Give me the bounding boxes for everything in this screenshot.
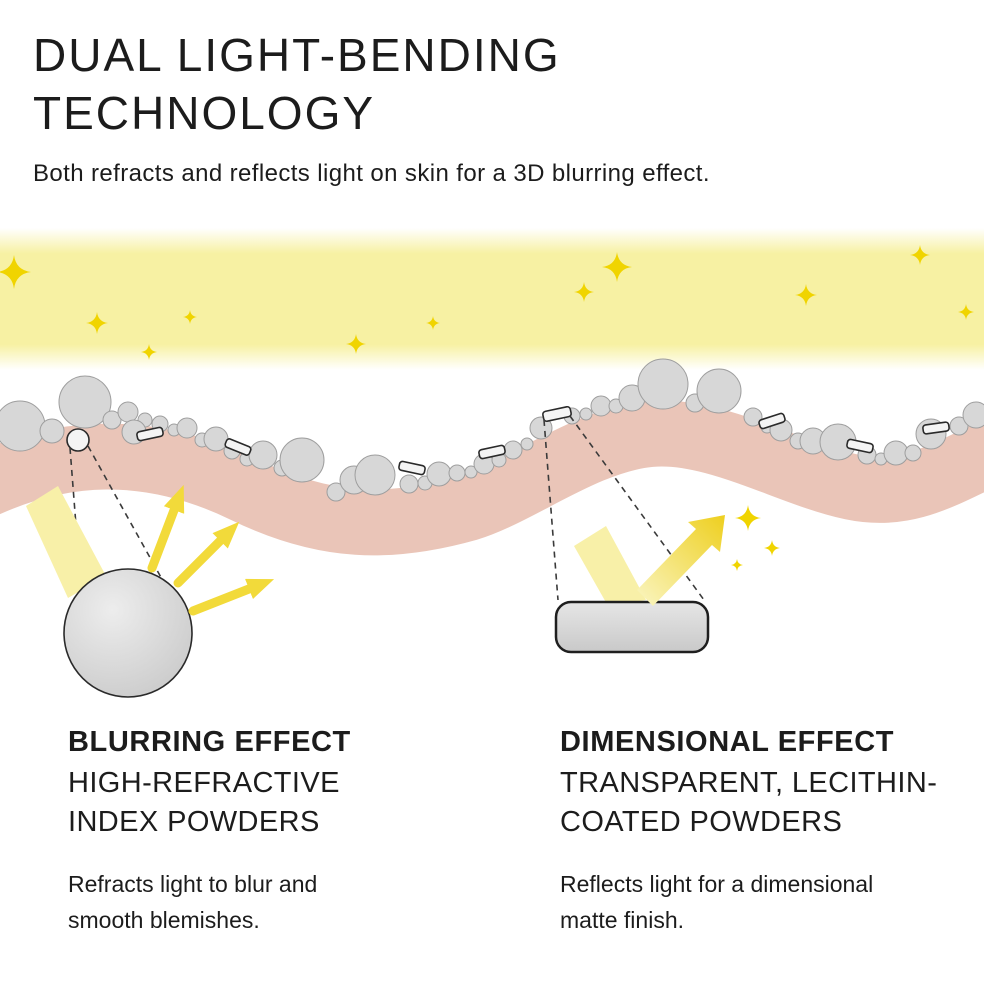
dimensional-effect-callout <box>542 405 780 654</box>
powder-circle <box>520 437 534 451</box>
body-line: smooth blemishes. <box>68 907 260 933</box>
powder-circle <box>117 401 139 423</box>
dimensional-effect-heading: DIMENSIONAL EFFECT <box>560 726 895 758</box>
powder-circle <box>696 368 742 414</box>
blurring-effect-column: BLURRING EFFECT HIGH-REFRACTIVE INDEX PO… <box>68 726 488 938</box>
powder-circle <box>529 416 553 440</box>
powder-circle <box>637 358 689 410</box>
refracted-light-arrow <box>188 578 275 616</box>
page-subtitle: Both refracts and reflects light on skin… <box>33 160 710 187</box>
powder-circle <box>248 440 278 470</box>
dimensional-effect-subheading: TRANSPARENT, LECITHIN- COATED POWDERS <box>560 764 980 842</box>
skin-wave <box>0 400 984 556</box>
subheading-line: HIGH-REFRACTIVE <box>68 767 340 799</box>
powder-circle <box>326 482 346 502</box>
dimensional-effect-column: DIMENSIONAL EFFECT TRANSPARENT, LECITHIN… <box>560 726 980 938</box>
subheading-line: COATED POWDERS <box>560 806 843 838</box>
sparkle-icon <box>764 540 780 556</box>
powder-flake <box>758 412 786 430</box>
body-line: matte finish. <box>560 907 684 933</box>
dimensional-effect-body: Reflects light for a dimensional matte f… <box>560 866 980 938</box>
powder-flake <box>922 421 950 435</box>
powder-circle <box>102 410 122 430</box>
reflected-light-arrow <box>637 515 725 606</box>
refracted-light-arrow <box>147 484 185 573</box>
incoming-light-beam <box>26 486 106 598</box>
powder-circle <box>354 454 396 496</box>
powder-circle <box>399 474 419 494</box>
powder-circle <box>464 465 478 479</box>
incoming-light-beam <box>574 526 646 606</box>
powder-circle <box>279 437 325 483</box>
sparkle-icon <box>731 559 743 571</box>
blurring-effect-body: Refracts light to blur and smooth blemis… <box>68 866 488 938</box>
refracted-light-arrow <box>173 521 240 588</box>
callout-source-flake <box>542 405 572 423</box>
powder-flake <box>398 460 426 476</box>
blurring-effect-callout <box>26 428 275 698</box>
subheading-line: INDEX POWDERS <box>68 806 320 838</box>
light-glow-band <box>0 228 984 370</box>
powder-flake <box>136 426 164 442</box>
powder-circle <box>904 444 922 462</box>
refractive-powder-sphere <box>63 568 193 698</box>
sparkle-icon <box>735 505 761 531</box>
powder-flake <box>224 438 252 456</box>
powder-circle <box>883 440 909 466</box>
page-title: DUAL LIGHT-BENDING TECHNOLOGY <box>33 26 561 142</box>
body-line: Refracts light to blur and <box>68 871 318 897</box>
blurring-effect-heading: BLURRING EFFECT <box>68 726 351 758</box>
callout-dashed-line <box>543 419 559 601</box>
powder-circle <box>58 375 112 429</box>
flake-particles <box>136 412 950 476</box>
title-line-1: DUAL LIGHT-BENDING <box>33 29 561 81</box>
powder-circle <box>448 464 466 482</box>
powder-circle <box>176 417 198 439</box>
powder-flake <box>846 438 874 454</box>
powder-circle <box>39 418 65 444</box>
powder-circle <box>426 461 452 487</box>
powder-circle <box>949 416 969 436</box>
powder-circle <box>590 395 612 417</box>
lecithin-coated-powder-bar <box>554 600 710 654</box>
powder-circle <box>962 401 984 429</box>
blurring-effect-subheading: HIGH-REFRACTIVE INDEX POWDERS <box>68 764 488 842</box>
callout-source-particle <box>66 428 90 452</box>
powder-circle <box>0 400 46 452</box>
powder-circle <box>579 407 593 421</box>
subheading-line: TRANSPARENT, LECITHIN- <box>560 767 938 799</box>
powder-circle <box>503 440 523 460</box>
powder-flake <box>478 444 506 460</box>
title-line-2: TECHNOLOGY <box>33 87 376 139</box>
body-line: Reflects light for a dimensional <box>560 871 874 897</box>
powder-circle <box>743 407 763 427</box>
